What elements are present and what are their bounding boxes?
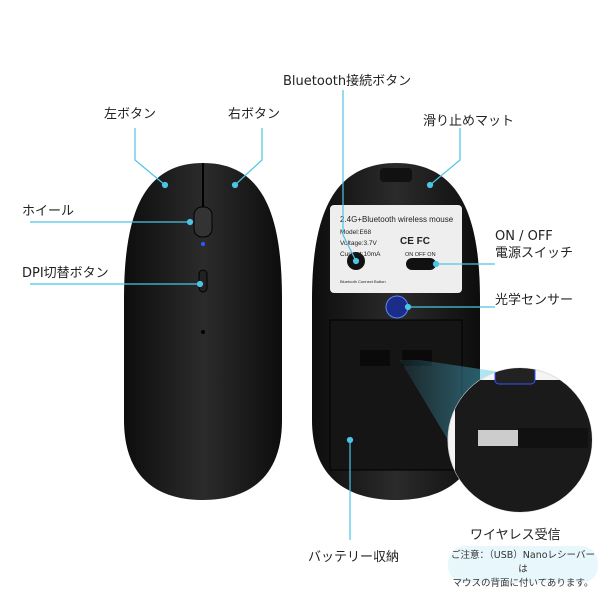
- label-right-button: 右ボタン: [228, 107, 281, 122]
- label-power-switch: ON / OFF 電源スイッチ: [495, 228, 573, 262]
- sticker-current: Current:10mA: [340, 251, 381, 258]
- label-left-button: 左ボタン: [104, 107, 157, 122]
- label-power-switch-line1: ON / OFF: [495, 229, 553, 244]
- sticker-switch: ON OFF ON: [405, 252, 436, 258]
- sticker-certs: CE FC: [400, 236, 430, 247]
- scroll-wheel: [193, 206, 213, 238]
- sticker-voltage: Voltage:3.7V: [340, 240, 378, 247]
- label-dpi-button: DPI切替ボタン: [22, 266, 109, 281]
- sticker-title: 2.4G+Bluetooth wireless mouse: [340, 215, 454, 224]
- optical-sensor: [385, 295, 409, 319]
- receiver-inset: [447, 367, 593, 513]
- label-wireless-receiver: ワイヤレス受信: [470, 528, 561, 543]
- label-anti-slip: 滑り止めマット: [423, 114, 515, 129]
- sticker-model: Model:E68: [340, 229, 371, 236]
- sticker-bt-button: Bluetooth Connect Button: [340, 279, 386, 284]
- label-power-switch-line2: 電源スイッチ: [495, 246, 574, 261]
- label-optical-sensor: 光学センサー: [495, 293, 574, 308]
- note-line2: マウスの背面に付いてあります。: [452, 578, 594, 589]
- dpi-led: [201, 242, 205, 246]
- label-wheel: ホイール: [22, 204, 75, 219]
- note-line1: ご注意：（USB）Nanoレシーバーは: [451, 550, 595, 575]
- mouse-top-view: [124, 163, 282, 500]
- callout-lines: [30, 90, 495, 540]
- label-battery: バッテリー収納: [308, 550, 400, 565]
- receiver-note: ご注意：（USB）Nanoレシーバーは マウスの背面に付いてあります。: [448, 546, 598, 589]
- label-bluetooth-button: Bluetooth接続ボタン: [283, 74, 412, 89]
